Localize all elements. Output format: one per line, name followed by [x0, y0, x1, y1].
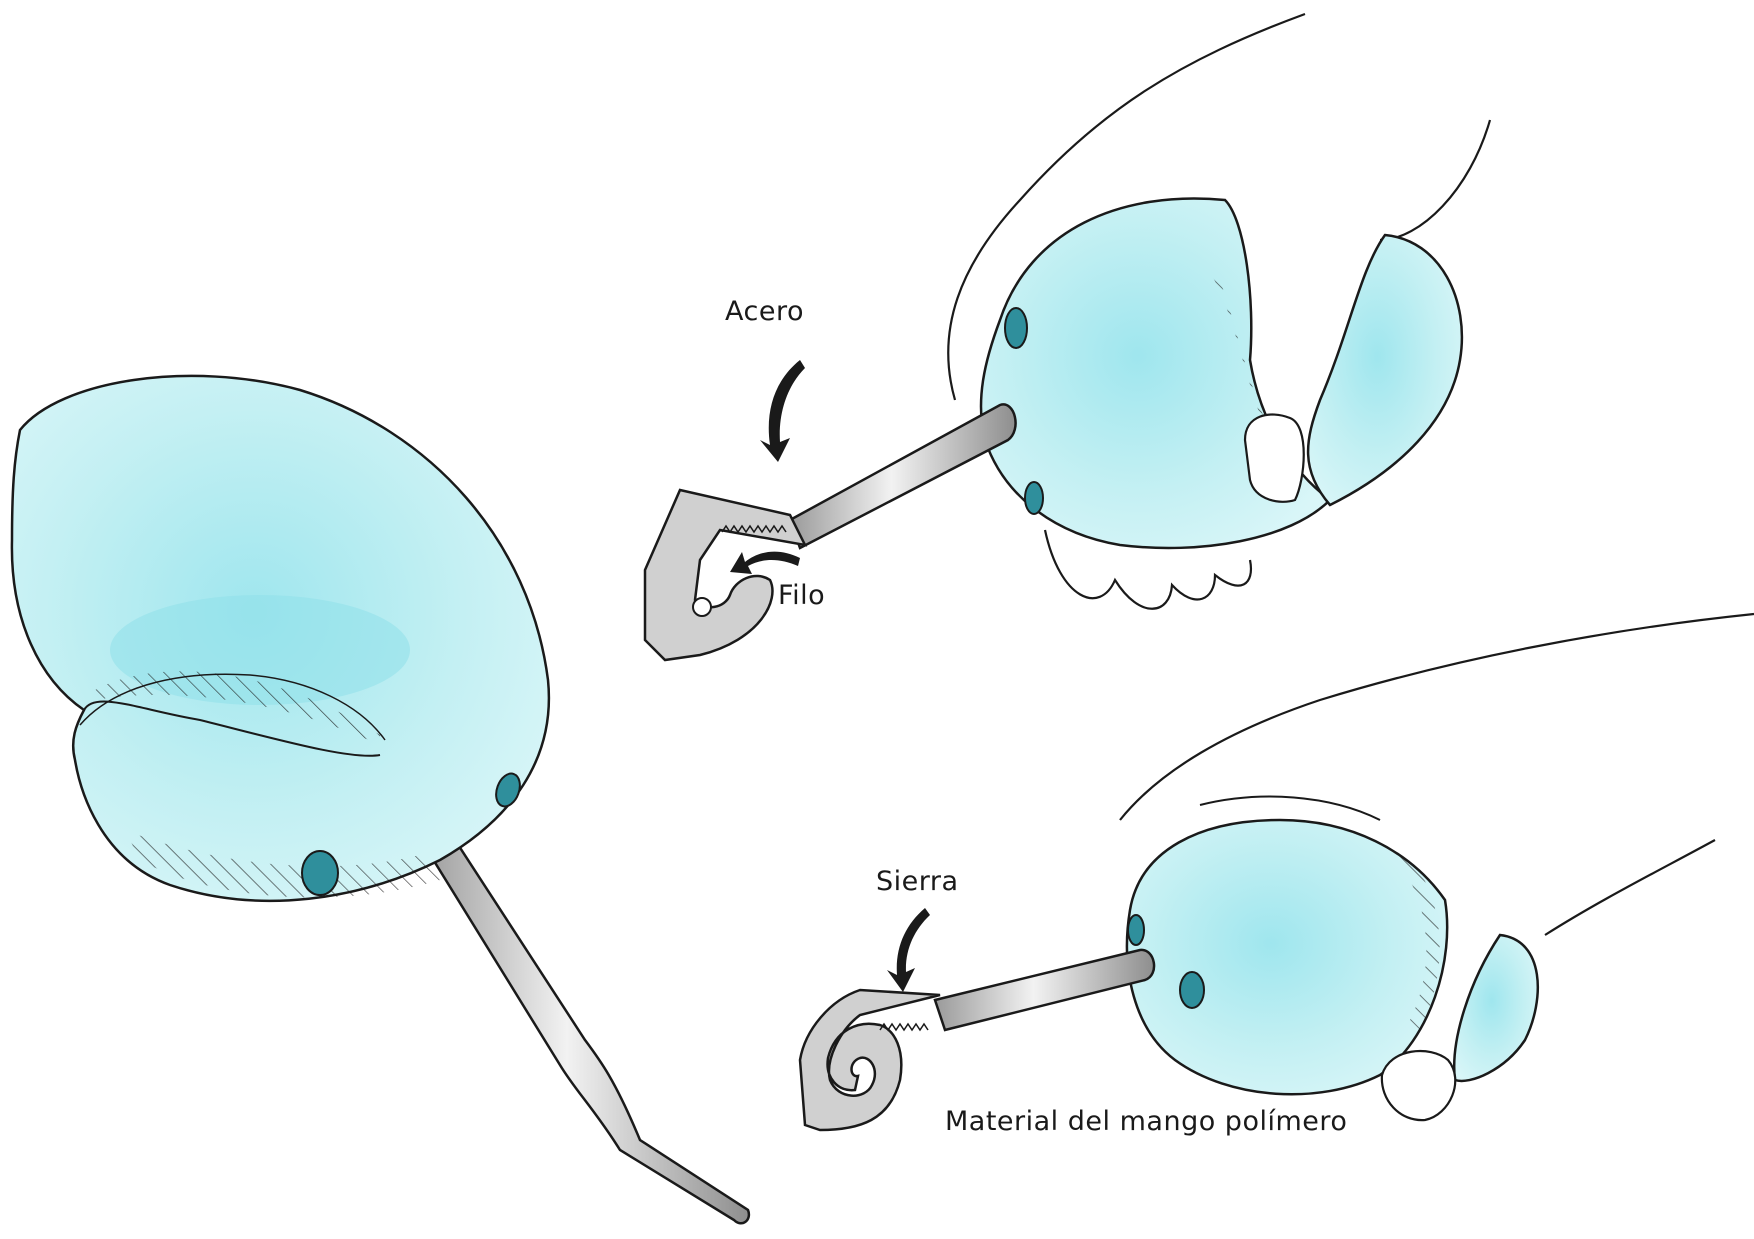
label-acero: Acero: [725, 296, 804, 327]
bottom-knife-rod: [935, 950, 1154, 1030]
top-handle-hole-2: [1025, 482, 1043, 514]
large-handle-hole-1: [302, 851, 338, 895]
top-knife-hook-blade: [645, 490, 805, 660]
bottom-hand-knuckle: [1200, 797, 1380, 820]
bottom-knife-serration: [880, 1024, 928, 1030]
top-hand-thumb: [1245, 414, 1304, 501]
top-hook-knife: [645, 14, 1490, 660]
label-filo: Filo: [778, 580, 825, 611]
top-knife-hook-eye: [693, 598, 711, 616]
bottom-hand-outline-2: [1545, 840, 1715, 935]
label-sierra: Sierra: [876, 866, 959, 897]
top-hand-outline-2: [1380, 120, 1490, 240]
acero-arrow: [760, 360, 805, 462]
top-handle-hole-1: [1005, 308, 1027, 348]
label-material-del-mango: Material del mango polímero: [945, 1106, 1347, 1137]
bottom-knife-hook-blade: [800, 990, 940, 1130]
filo-arrow: [730, 552, 800, 574]
sierra-arrow: [887, 908, 930, 992]
bottom-hand-thumb: [1382, 1051, 1455, 1120]
top-handle-lobe: [1308, 235, 1462, 505]
bottom-hand-outline: [1120, 614, 1754, 820]
large-handle-tool: [12, 376, 749, 1223]
top-knife-rod: [790, 404, 1016, 548]
large-tool-rod: [418, 820, 749, 1223]
bottom-handle-hole-1: [1128, 915, 1144, 945]
bottom-handle-lobe: [1454, 935, 1538, 1081]
bottom-handle-hole-2: [1180, 972, 1204, 1008]
